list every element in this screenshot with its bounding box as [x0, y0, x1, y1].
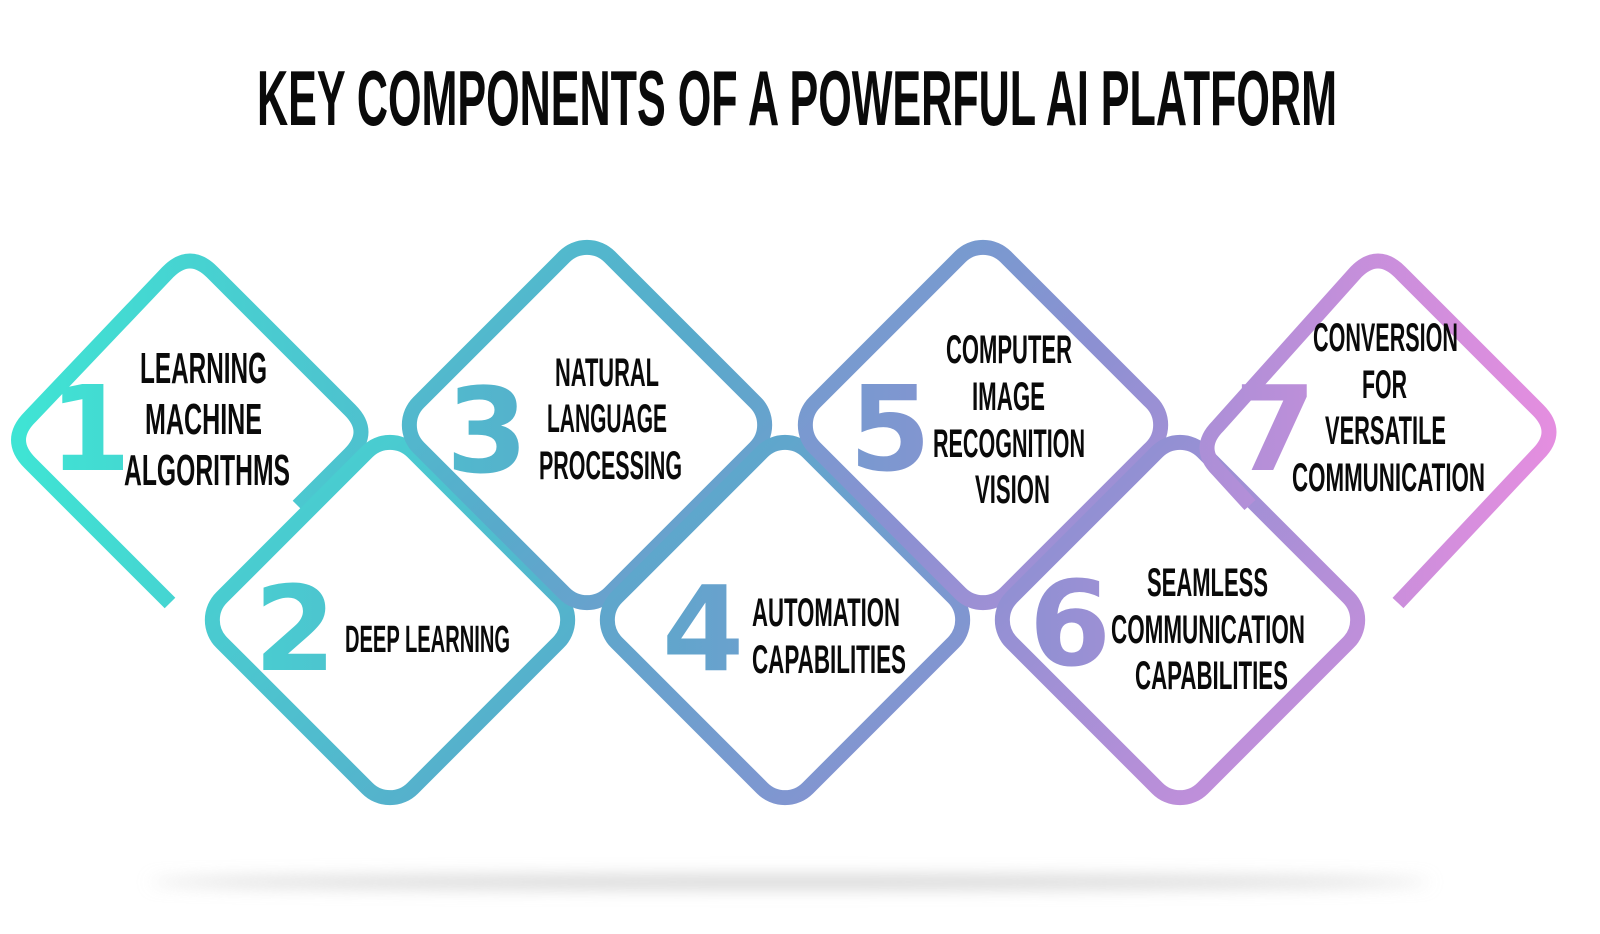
item-label-line: AUTOMATION: [752, 591, 900, 635]
item-number: 3: [446, 362, 528, 500]
item-label-line: ALGORITHMS: [124, 446, 290, 495]
diamond-frame-6: [994, 434, 1366, 806]
item-label-line: CAPABILITIES: [752, 638, 906, 682]
diamond-frames: [11, 239, 1557, 806]
diamond-frame-7: [1199, 253, 1557, 609]
item-number: 1: [49, 360, 131, 498]
component-6: 6 SEAMLESS COMMUNICATION CAPABILITIES: [1029, 555, 1305, 698]
item-label-line: VERSATILE: [1325, 409, 1446, 453]
item-label-line: PROCESSING: [539, 444, 682, 488]
item-label-line: COMPUTER: [946, 328, 1072, 372]
page-title: KEY COMPONENTS OF A POWERFUL AI PLATFORM: [257, 54, 1337, 142]
diamond-frame-1: [11, 253, 369, 609]
item-label-line: COMMUNICATION: [1111, 608, 1305, 652]
item-label-line: FOR: [1362, 363, 1407, 407]
item-label-line: CONVERSION: [1313, 316, 1458, 360]
item-label-line: CAPABILITIES: [1135, 654, 1288, 698]
component-1: 1 LEARNING MACHINE ALGORITHMS: [49, 344, 290, 498]
item-number: 2: [254, 560, 336, 698]
item-number: 4: [662, 560, 744, 698]
item-label-line: DEEP LEARNING: [345, 619, 510, 661]
item-label-line: COMMUNICATION: [1292, 456, 1485, 500]
item-label-line: LEARNING: [140, 344, 267, 393]
component-2: 2 DEEP LEARNING: [254, 560, 510, 698]
component-4: 4 AUTOMATION CAPABILITIES: [662, 560, 906, 698]
component-5: 5 COMPUTER IMAGE RECOGNITION VISION: [849, 328, 1085, 512]
item-label-line: NATURAL: [555, 351, 659, 395]
item-label-line: RECOGNITION: [933, 422, 1085, 466]
component-7: 7 CONVERSION FOR VERSATILE COMMUNICATION: [1234, 316, 1485, 500]
component-3: 3 NATURAL LANGUAGE PROCESSING: [446, 351, 682, 500]
item-number: 6: [1029, 555, 1111, 693]
item-number: 5: [849, 360, 931, 498]
item-number: 7: [1234, 360, 1316, 498]
diamond-frame-3: [401, 239, 773, 611]
item-label-line: LANGUAGE: [547, 397, 667, 441]
item-label-line: SEAMLESS: [1147, 561, 1268, 605]
item-label-line: MACHINE: [145, 395, 262, 444]
item-label-line: VISION: [975, 468, 1050, 512]
floor-shadow: [150, 876, 1430, 888]
diamond-frame-4: [599, 434, 971, 806]
item-label-line: IMAGE: [972, 375, 1045, 419]
